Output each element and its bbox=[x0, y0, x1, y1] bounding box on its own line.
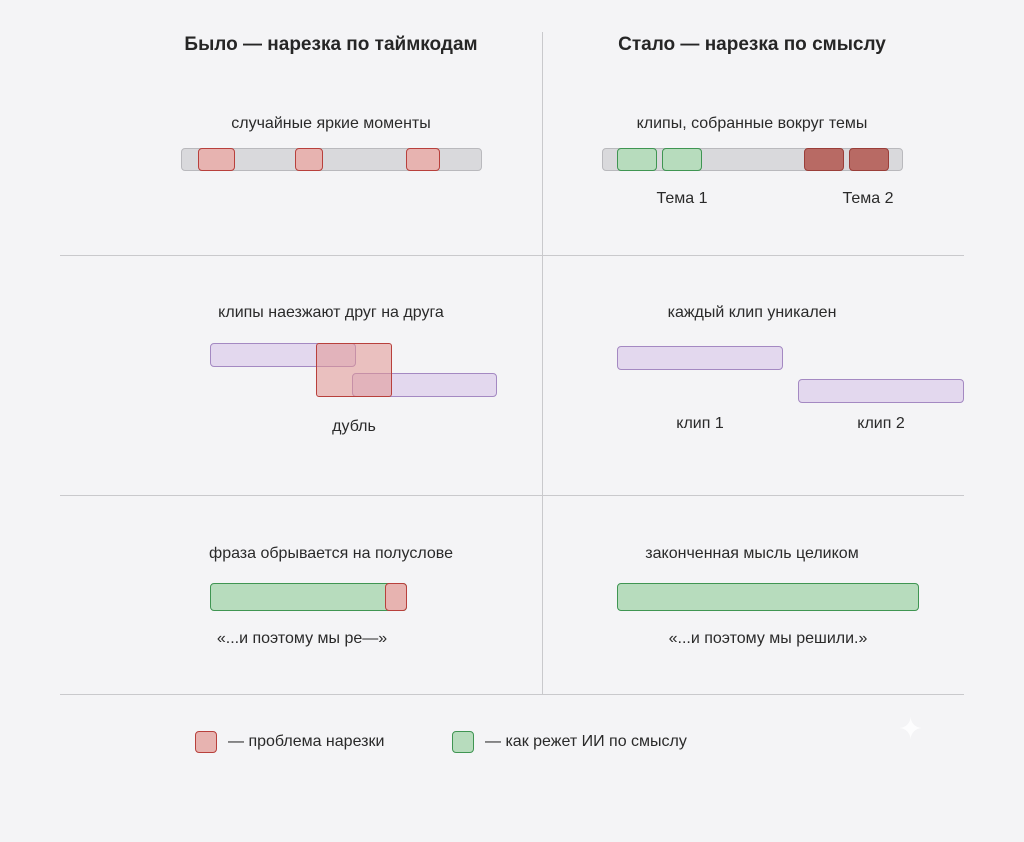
topic2-clip bbox=[849, 148, 889, 171]
complete-thought-clip bbox=[617, 583, 919, 611]
complete-thought-caption: законченная мысль целиком bbox=[645, 545, 859, 562]
center-divider bbox=[542, 32, 543, 694]
cut-phrase-quote: «...и поэтому мы ре—» bbox=[216, 630, 388, 647]
topic1-clip bbox=[617, 148, 657, 171]
row-divider-3 bbox=[60, 694, 964, 695]
before-title: Было — нарезка по таймкодам bbox=[184, 34, 478, 55]
topic1-clip bbox=[662, 148, 702, 171]
random-clip bbox=[198, 148, 235, 171]
legend-ai-swatch bbox=[452, 731, 474, 753]
sparkle-icon: ✦ bbox=[898, 713, 924, 746]
unique-clip-1 bbox=[617, 346, 783, 370]
topic2-label: Тема 2 bbox=[842, 190, 894, 207]
cut-phrase-clip bbox=[210, 583, 407, 611]
duplicate-region bbox=[316, 343, 392, 397]
topic2-clip bbox=[804, 148, 844, 171]
row-divider-2 bbox=[60, 495, 964, 496]
topic1-label: Тема 1 bbox=[656, 190, 708, 207]
legend-problem-swatch bbox=[195, 731, 217, 753]
complete-thought-quote: «...и поэтому мы решили.» bbox=[668, 630, 868, 647]
legend-problem-text: — проблема нарезки bbox=[228, 733, 385, 750]
topic-clips-caption: клипы, собранные вокруг темы bbox=[636, 115, 868, 132]
cut-phrase-caption: фраза обрывается на полуслове bbox=[209, 545, 453, 562]
duplicate-label: дубль bbox=[332, 418, 376, 435]
row-divider-1 bbox=[60, 255, 964, 256]
unique-clip-2 bbox=[798, 379, 964, 403]
clip2-label: клип 2 bbox=[857, 415, 905, 432]
random-clip bbox=[406, 148, 440, 171]
after-title: Стало — нарезка по смыслу bbox=[618, 34, 886, 55]
legend-ai-text: — как режет ИИ по смыслу bbox=[485, 733, 687, 750]
random-clip bbox=[295, 148, 323, 171]
overlap-caption: клипы наезжают друг на друга bbox=[218, 304, 444, 321]
unique-clip-caption: каждый клип уникален bbox=[667, 304, 837, 321]
clip1-label: клип 1 bbox=[676, 415, 724, 432]
random-moments-caption: случайные яркие моменты bbox=[231, 115, 431, 132]
cut-phrase-tail bbox=[385, 583, 407, 611]
